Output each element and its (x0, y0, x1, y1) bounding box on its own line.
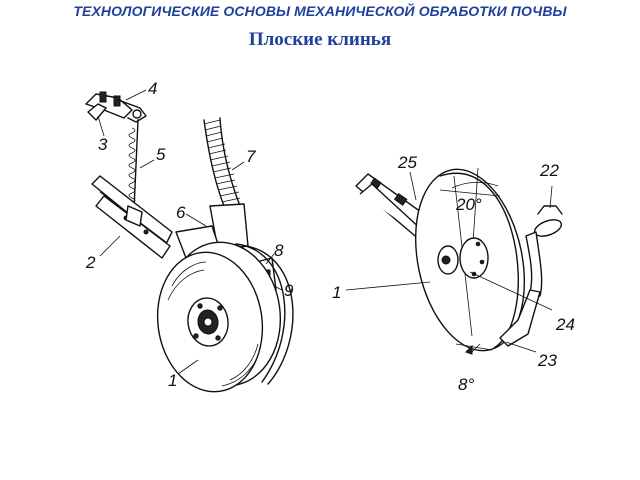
left-disc-assembly: 4 3 5 7 6 2 8 9 1 (85, 79, 294, 393)
label-7: 7 (246, 147, 256, 166)
angle-20-marker (451, 182, 499, 189)
scraper-assembly (499, 185, 563, 347)
coulter-disc (156, 241, 294, 393)
spring-rod (128, 119, 139, 214)
label-8: 8 (274, 241, 284, 260)
right-leader-lines (345, 171, 553, 353)
coiled-tube (203, 117, 241, 207)
right-disc-diagram: 25 22 20° 1 24 23 8° (332, 153, 575, 394)
label-4: 4 (148, 79, 157, 98)
angle-8-marker (455, 343, 493, 355)
label-8-degrees: 8° (458, 375, 474, 394)
top-mount-bracket (85, 91, 147, 123)
label-1: 1 (168, 371, 177, 390)
page-subtitle: Плоские клинья (248, 29, 392, 50)
page-header: ТЕХНОЛОГИЧЕСКИЕ ОСНОВЫ МЕХАНИЧЕСКОЙ ОБРА… (73, 3, 567, 19)
frame-beam (91, 175, 173, 259)
label-9: 9 (284, 281, 294, 300)
left-leader-lines (97, 89, 283, 375)
label-5: 5 (156, 145, 166, 164)
label-25: 25 (397, 153, 417, 172)
label-20-degrees: 20° (455, 195, 482, 214)
label-22: 22 (539, 161, 559, 180)
label-2: 2 (85, 253, 96, 272)
label-24: 24 (555, 315, 575, 334)
label-6: 6 (176, 203, 186, 222)
label-3: 3 (98, 135, 108, 154)
label-23: 23 (537, 351, 557, 370)
label-1-right: 1 (332, 283, 341, 302)
